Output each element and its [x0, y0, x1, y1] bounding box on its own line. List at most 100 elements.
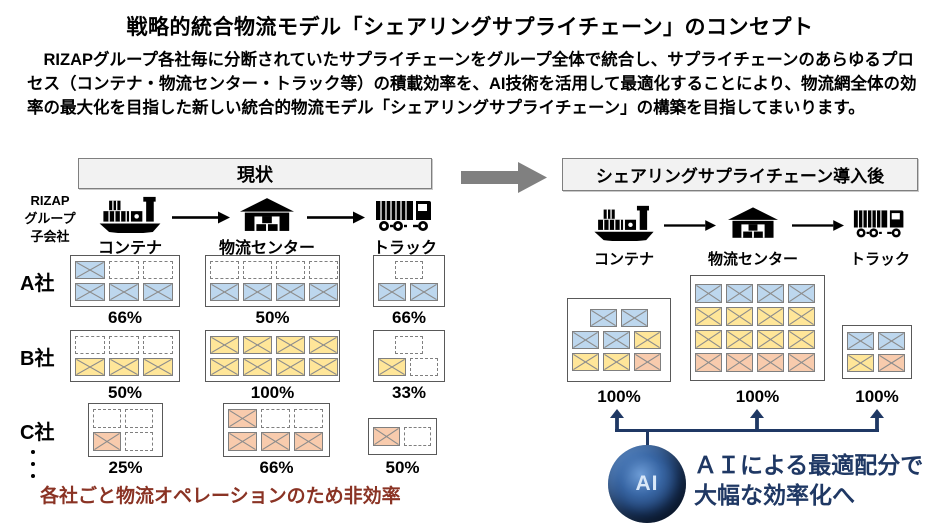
shared-grid-warehouse	[690, 275, 825, 381]
cargo-cell-blue	[621, 309, 648, 327]
cargo-cell-orange	[634, 353, 661, 371]
cargo-cell-orange	[294, 432, 323, 451]
ai-brain-icon: AI	[608, 445, 686, 523]
cargo-cell-blue	[243, 283, 272, 301]
cargo-cell-yellow	[309, 358, 338, 376]
flow-arrow-icon	[172, 211, 230, 224]
cargo-cell-blue	[603, 331, 630, 349]
cargo-row	[228, 432, 325, 451]
stage-label-container: コンテナ	[593, 251, 654, 268]
cargo-cell-blue	[695, 284, 722, 303]
cargo-row	[210, 336, 338, 354]
cargo-cell-yellow	[75, 358, 105, 376]
cargo-cell-yellow	[695, 330, 722, 349]
up-arrow-icon	[870, 409, 884, 430]
cargo-cell-blue	[378, 283, 406, 301]
load-rate-label: 100%	[735, 387, 780, 406]
flow-arrow-icon	[792, 219, 844, 232]
cargo-row	[93, 432, 158, 451]
cargo-cell-yellow	[210, 358, 239, 376]
cargo-grid-c-warehouse	[223, 403, 330, 457]
cargo-cell-yellow	[143, 358, 173, 376]
cargo-cell-orange	[788, 353, 815, 372]
connector-stub	[646, 431, 649, 446]
shared-grid-truck	[842, 325, 912, 379]
cargo-cell-orange	[228, 432, 257, 451]
empty-slot	[261, 409, 290, 428]
cargo-cell-yellow	[243, 358, 272, 376]
cargo-cell-orange	[373, 427, 400, 446]
cargo-grid-a-container	[70, 255, 180, 307]
cargo-row	[695, 330, 820, 349]
more-companies-ellipsis	[31, 450, 35, 478]
cargo-row	[75, 358, 175, 376]
ship-icon	[592, 204, 656, 241]
cargo-grid-c-container	[88, 403, 163, 457]
cargo-cell-blue	[410, 283, 438, 301]
empty-slot	[143, 261, 173, 279]
load-rate-label: 100%	[597, 387, 641, 406]
cargo-row	[847, 332, 907, 350]
empty-slot	[276, 261, 305, 279]
cargo-cell-yellow	[788, 307, 815, 326]
empty-slot	[125, 409, 153, 428]
cargo-cell-yellow	[276, 358, 305, 376]
empty-slot	[404, 427, 431, 446]
cargo-cell-orange	[757, 353, 784, 372]
intro-paragraph: RIZAPグループ各社毎に分断されていたサプライチェーンをグループ全体で統合し、…	[27, 51, 917, 117]
cargo-cell-yellow	[847, 354, 874, 372]
load-rate-label: 100%	[250, 383, 295, 402]
cargo-cell-blue	[75, 261, 105, 279]
cargo-cell-yellow	[603, 353, 630, 371]
cargo-cell-orange	[228, 409, 257, 428]
load-rate-label: 100%	[855, 387, 899, 406]
company-c-label: C社	[20, 422, 55, 444]
cargo-row	[210, 261, 338, 279]
cargo-cell-blue	[143, 283, 173, 301]
cargo-cell-blue	[757, 284, 784, 303]
rizap-subsidiaries-label: RIZAP グループ 子会社	[24, 193, 76, 245]
cargo-cell-orange	[726, 353, 753, 372]
cargo-row	[228, 409, 325, 428]
truck-icon	[375, 197, 435, 233]
up-arrow-icon	[610, 409, 624, 430]
load-rate-label: 66%	[259, 458, 294, 477]
cargo-row	[572, 353, 666, 371]
stage-label-truck: トラック	[373, 240, 438, 257]
cargo-row	[572, 331, 666, 349]
cargo-cell-yellow	[634, 331, 661, 349]
cargo-cell-yellow	[276, 336, 305, 354]
cargo-row	[210, 283, 338, 301]
empty-slot	[243, 261, 272, 279]
cargo-row	[373, 427, 432, 446]
empty-slot	[143, 336, 173, 354]
cargo-cell-blue	[210, 283, 239, 301]
ai-caption-line1: ＡＩによる最適配分で	[694, 452, 924, 478]
cargo-cell-blue	[847, 332, 874, 350]
cargo-cell-yellow	[726, 330, 753, 349]
cargo-cell-orange	[261, 432, 290, 451]
cargo-cell-yellow	[109, 358, 139, 376]
ai-caption: ＡＩによる最適配分で 大幅な効率化へ	[694, 451, 923, 511]
truck-icon	[853, 206, 907, 240]
cargo-cell-yellow	[572, 353, 599, 371]
company-a-label: A社	[20, 273, 55, 295]
cargo-cell-blue	[878, 332, 905, 350]
company-b-label: B社	[20, 348, 55, 370]
page-title: 戦略的統合物流モデル「シェアリングサプライチェーン」のコンセプト	[126, 16, 814, 39]
after-introduction-header: シェアリングサプライチェーン導入後	[562, 158, 918, 191]
cargo-row	[378, 358, 440, 376]
flow-arrow-icon	[307, 211, 365, 224]
cargo-cell-blue	[788, 284, 815, 303]
cargo-cell-yellow	[726, 307, 753, 326]
cargo-row	[75, 336, 175, 354]
empty-slot	[109, 261, 139, 279]
ship-icon	[96, 195, 164, 233]
cargo-cell-blue	[276, 283, 305, 301]
cargo-row	[695, 284, 820, 303]
load-rate-label: 50%	[385, 458, 420, 477]
connector-line	[615, 429, 879, 432]
empty-slot	[410, 358, 438, 376]
cargo-cell-yellow	[788, 330, 815, 349]
cargo-row	[378, 261, 440, 279]
